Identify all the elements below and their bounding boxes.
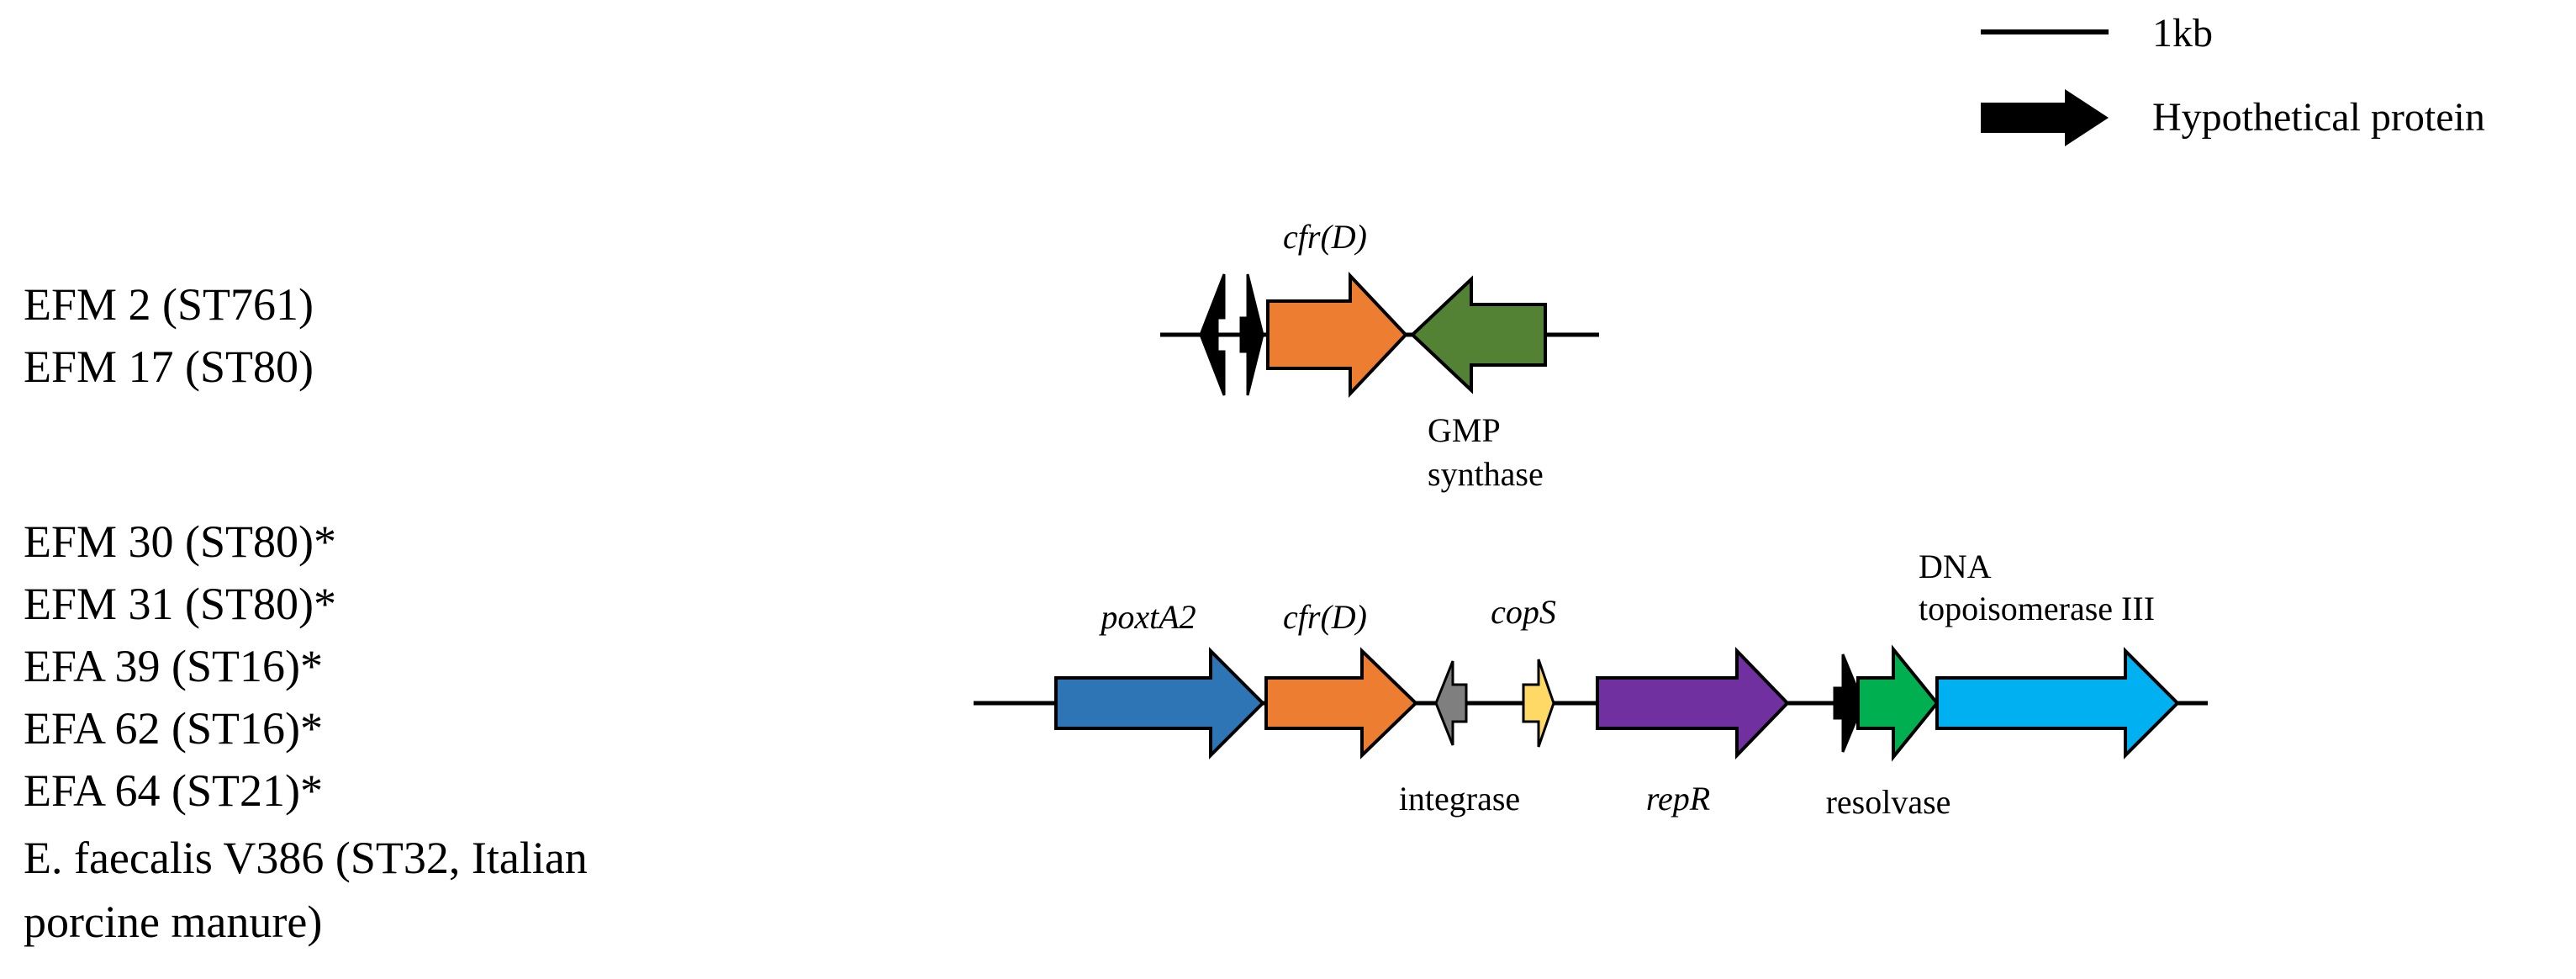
operon2-copS-arrow bbox=[1522, 659, 1555, 748]
operon2-repR-arrow bbox=[1596, 647, 1790, 759]
operon2-poxtA2-arrow bbox=[1054, 647, 1265, 759]
operon2-topo-label-line2: topoisomerase III bbox=[1919, 590, 2156, 627]
operon2-repR-label: repR bbox=[1645, 780, 1711, 818]
strain-label: EFA 64 (ST21)* bbox=[24, 765, 324, 816]
operon2-integrase-arrow bbox=[1434, 660, 1468, 746]
operon2-resolvase-arrow bbox=[1856, 644, 1940, 762]
operon2-cfrD-label: cfr(D) bbox=[1283, 598, 1367, 636]
operon1-hypothetical-right bbox=[1239, 273, 1264, 396]
operon2-poxtA2-label: poxtA2 bbox=[1101, 598, 1196, 636]
operon1-hypothetical-left bbox=[1199, 273, 1226, 396]
strain-label: EFA 39 (ST16)* bbox=[24, 641, 324, 691]
operon2-topoisomerase-arrow bbox=[1935, 647, 2180, 759]
legend-hypothetical-label: Hypothetical protein bbox=[2152, 95, 2485, 140]
operon2-copS-label: copS bbox=[1491, 593, 1556, 631]
operon1-gmp-label-line2: synthase bbox=[1428, 455, 1544, 493]
strain-label: EFA 62 (ST16)* bbox=[24, 703, 324, 754]
strain-label: EFM 30 (ST80)* bbox=[24, 516, 337, 567]
legend-scale-label: 1kb bbox=[2152, 11, 2213, 56]
strain-label: porcine manure) bbox=[24, 897, 323, 947]
strain-label: E. faecalis V386 (ST32, Italian bbox=[24, 833, 588, 883]
operon2-hypothetical-arrow bbox=[1833, 654, 1865, 753]
operon1-cfrD-arrow bbox=[1266, 271, 1408, 399]
operon1-gmp-synthase-arrow bbox=[1410, 275, 1547, 394]
strain-label: EFM 2 (ST761) bbox=[24, 279, 314, 330]
strain-label: EFM 31 (ST80)* bbox=[24, 579, 337, 629]
legend-hypothetical-arrow bbox=[1981, 89, 2109, 146]
operon2-integrase-label: integrase bbox=[1398, 780, 1521, 818]
strain-label: EFM 17 (ST80) bbox=[24, 341, 314, 392]
operon1-gmp-label-line1: GMP bbox=[1428, 411, 1501, 449]
operon2-cfrD-arrow bbox=[1264, 647, 1418, 759]
operon2-topo-label-line1: DNA bbox=[1919, 548, 1992, 585]
operon1-cfrD-label: cfr(D) bbox=[1283, 218, 1367, 256]
operon2-resolvase-label: resolvase bbox=[1825, 783, 1951, 821]
